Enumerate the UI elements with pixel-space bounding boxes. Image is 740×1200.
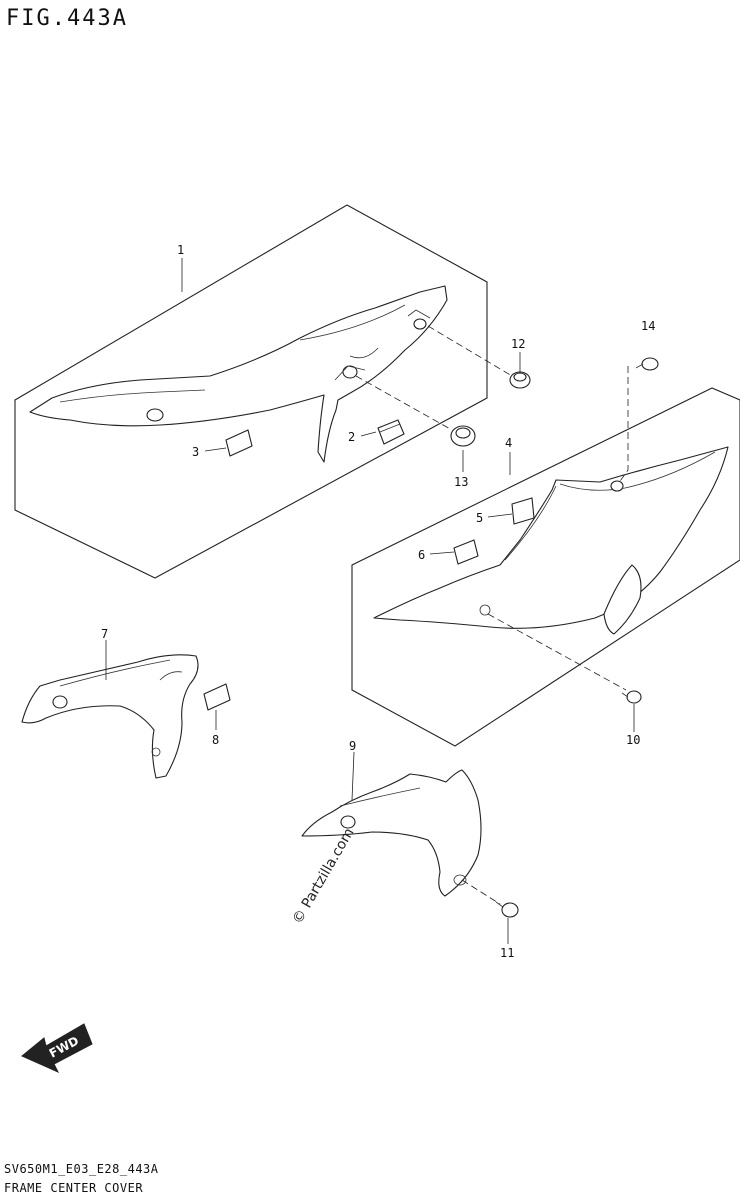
callout-11: 11 [500, 946, 514, 960]
callout-6: 6 [418, 548, 425, 562]
part-11-screw [495, 901, 519, 918]
group-box-4 [351, 387, 740, 747]
part-5-pad [511, 497, 535, 525]
callout-2: 2 [348, 430, 355, 444]
part-12-grommet [509, 371, 531, 389]
part-3-pad [225, 429, 253, 457]
part-7-bracket-cover [21, 654, 199, 779]
callout-8: 8 [212, 733, 219, 747]
part-14-screw [635, 357, 659, 371]
callout-9: 9 [349, 739, 356, 753]
figure-title: FIG.443A [6, 6, 128, 31]
callout-3: 3 [192, 445, 199, 459]
part-13-grommet [450, 425, 476, 447]
part-6-pad [453, 539, 479, 565]
part-8-pad [203, 683, 231, 711]
part-1-frame-cover-left [29, 285, 448, 463]
callout-7: 7 [101, 627, 108, 641]
callout-12: 12 [511, 337, 525, 351]
fwd-arrow-icon: FWD [21, 1023, 93, 1074]
callout-14: 14 [641, 319, 655, 333]
part-10-screw [621, 690, 642, 704]
callout-13: 13 [454, 475, 468, 489]
watermark-text: © Partzilla.com [290, 825, 358, 927]
callout-5: 5 [476, 511, 483, 525]
callout-10: 10 [626, 733, 640, 747]
figure-code: SV650M1_E03_E28_443A [4, 1162, 159, 1176]
part-9-cover [301, 769, 482, 897]
callout-4: 4 [505, 436, 512, 450]
part-2-plug [377, 419, 405, 445]
callout-1: 1 [177, 243, 184, 257]
figure-name: FRAME CENTER COVER [4, 1181, 144, 1195]
part-4-frame-cover-right [373, 446, 729, 635]
group-box-1 [14, 204, 488, 579]
